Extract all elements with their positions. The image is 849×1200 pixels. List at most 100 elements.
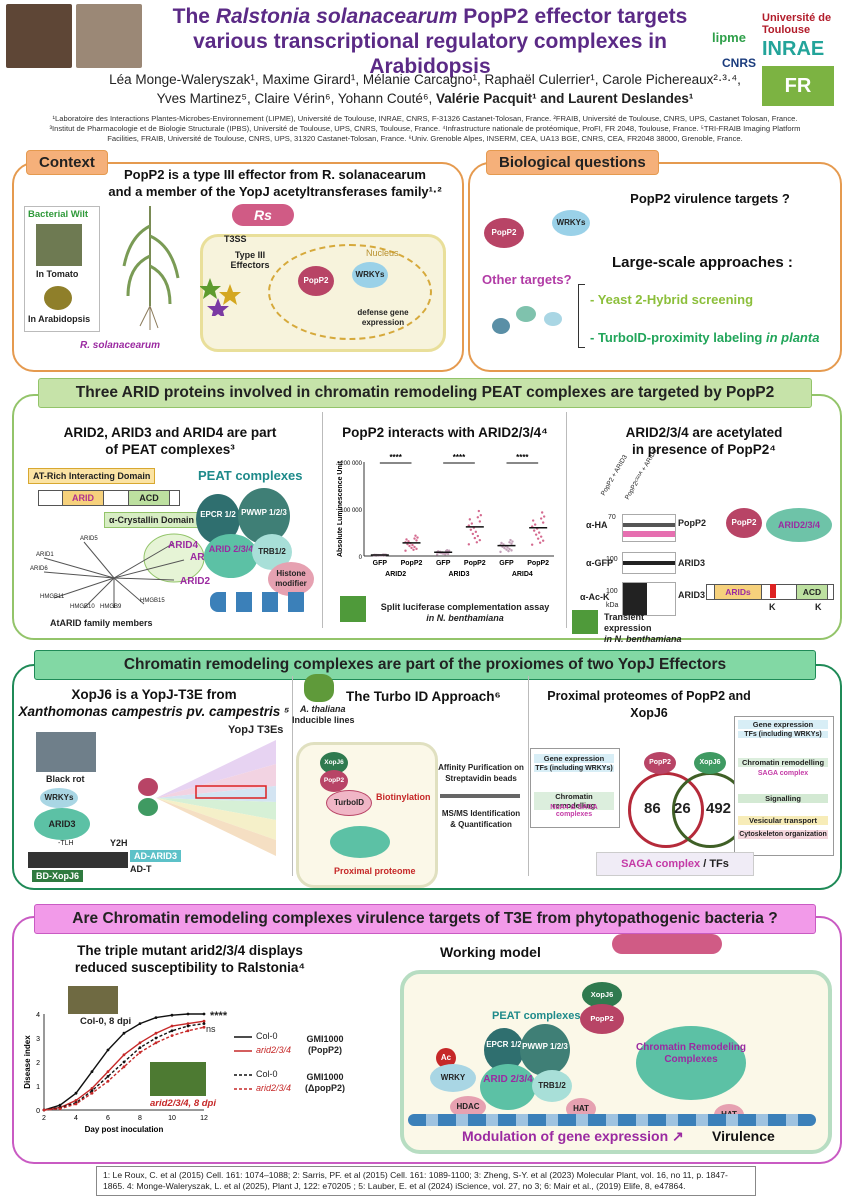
wilted-plant-drawing — [122, 206, 180, 330]
tree-arid1: ARID1 — [36, 552, 54, 558]
lum-significance: **** — [453, 453, 466, 462]
lysine-mark-1 — [770, 584, 776, 598]
lum-point — [477, 509, 481, 513]
lum-point — [441, 552, 445, 555]
atarid-caption: AtARID family members — [50, 618, 153, 628]
tlh-label: -TLH — [58, 840, 74, 847]
wm-arid: ARID 2/3/4 — [480, 1064, 536, 1110]
wm-bacterium — [612, 934, 722, 954]
tree-hmgb9: HMGB9 — [100, 604, 122, 610]
lum-ytick: 100 000 — [340, 508, 362, 514]
lum-point — [507, 549, 510, 553]
wm-trb: TRB1/2 — [532, 1070, 572, 1102]
turbo-xopj6: XopJ6 — [320, 752, 348, 774]
wm-popp2: PopP2 — [580, 1004, 624, 1034]
lum-point — [505, 548, 508, 551]
lum-point — [478, 520, 482, 523]
proxiome-divider-2 — [528, 676, 529, 876]
lum-ylabel: Absolute Luminescence Unit — [337, 460, 344, 557]
lum-point — [476, 534, 480, 538]
arid234-blob: ARID 2/3/4 — [204, 534, 258, 578]
lum-point — [508, 547, 511, 551]
lum-point — [470, 522, 474, 525]
legend-arid-a: arid2/3/4 — [256, 1045, 292, 1055]
lum-significance: **** — [389, 453, 402, 462]
disease-point — [138, 1046, 142, 1049]
lum-point — [468, 518, 472, 521]
lum-point — [531, 519, 535, 522]
in-tomato-label: In Tomato — [36, 269, 79, 279]
venn-xopj6-label-blob: XopJ6 — [694, 752, 726, 774]
peat-complexes-label: PEAT complexes — [198, 468, 303, 483]
arid-domain: ARID — [62, 490, 104, 506]
lum-xtick: GFP — [499, 560, 514, 567]
lum-point — [540, 511, 544, 514]
disease-point — [154, 1016, 158, 1019]
inducible-label: Inducible lines — [292, 715, 355, 725]
lum-xtick: GFP — [373, 560, 388, 567]
lum-point — [410, 546, 413, 550]
disease-point — [170, 1013, 174, 1017]
lum-xtick: GFP — [436, 560, 451, 567]
affinity-label: Affinity Purification on Streptavidin be… — [438, 763, 524, 783]
col3-leaf-photo — [572, 610, 598, 634]
lum-point — [471, 532, 475, 536]
ad-arid3-label: AD-ARID3 — [130, 850, 182, 862]
nucleus — [268, 244, 432, 340]
wm-hdac: HDAC — [450, 1096, 486, 1118]
arid-divider-1 — [322, 412, 323, 628]
biotinylation-label: Biotinylation — [376, 792, 431, 802]
disease-ytick: 0 — [36, 1108, 40, 1115]
disease-point — [202, 1025, 206, 1029]
proxiome-banner: Chromatin remodeling complexes are part … — [34, 650, 816, 680]
lum-group-label: ARID4 — [512, 571, 533, 578]
disease-point — [154, 1031, 158, 1035]
rb-cytoskeleton: Cytoskeleton organization — [738, 830, 828, 839]
lum-point — [467, 543, 471, 546]
lum-point — [404, 549, 407, 552]
tomato-photo — [36, 224, 82, 266]
other-targets: Other targets? — [482, 272, 572, 287]
wb-row-ha: α-HA — [586, 520, 608, 530]
disease-ytick: 2 — [36, 1060, 40, 1067]
context-panel — [12, 162, 464, 372]
lum-point — [413, 537, 416, 540]
disease-point — [90, 1070, 94, 1073]
bacterial-wilt-label: Bacterial Wilt — [28, 209, 89, 220]
msms-label: MS/MS Identification & Quantification — [441, 809, 521, 829]
lum-point — [503, 546, 506, 550]
wb-blot-ha — [622, 514, 676, 542]
tree-arid4: ARID4 — [168, 540, 199, 551]
working-model-title: Working model — [440, 944, 541, 960]
arid-col2-title: PopP2 interacts with ARID2/3/4⁴ — [342, 425, 548, 440]
lum-group-label: ARID2 — [385, 571, 406, 578]
turbo-title: The Turbo ID Approach⁶ — [346, 689, 501, 704]
rb-tfs: TFs (including WRKYs) — [738, 731, 828, 738]
disease-point — [122, 1053, 126, 1057]
disease-series-line — [43, 1026, 205, 1111]
wm-ac: Ac — [436, 1048, 456, 1068]
tree-hmgb15: HMGB15 — [140, 598, 165, 604]
lipme-logo: lipme — [712, 30, 746, 45]
alpha-crystallin-label: α-Crystallin Domain — [104, 512, 200, 528]
wb-blot-gfp — [622, 552, 676, 574]
r-solanacearum-label: R. solanacearum — [80, 340, 161, 351]
disease-point — [58, 1103, 62, 1107]
wb-right-arid3b: ARID3 — [678, 590, 706, 600]
xp-popp2-small — [138, 778, 158, 796]
effectors-stars — [200, 278, 241, 316]
lum-point — [537, 531, 541, 534]
turbo-popp2: PopP2 — [320, 770, 348, 792]
lb-chromatin: Chromatin remodelling — [534, 792, 614, 810]
athaliana-label: A. thaliana — [300, 704, 346, 714]
arid-photo — [150, 1062, 206, 1096]
lum-point — [534, 533, 538, 536]
q-popp2-blob: PopP2 — [484, 218, 524, 248]
lum-point — [499, 550, 502, 554]
target-blob-2 — [516, 306, 536, 322]
disease-point — [74, 1091, 78, 1095]
wb-kda-70: 70 — [608, 514, 616, 521]
col3-arid-blob: ARID2/3/4 — [766, 508, 832, 542]
